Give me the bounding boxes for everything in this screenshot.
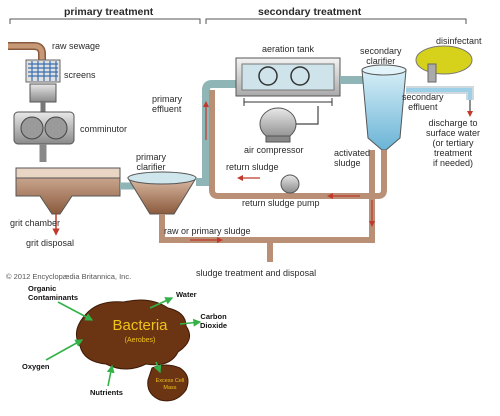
air-compressor-unit [259, 106, 319, 143]
primary-treatment-header: primary treatment [64, 6, 154, 18]
grit-chamber-label: grit chamber [10, 218, 61, 228]
secondary-clarifier-unit [361, 64, 407, 151]
bacteria-arrows [45, 297, 202, 387]
screens-unit [25, 59, 61, 112]
raw-primary-sludge-label: raw or primary sludge [164, 226, 251, 236]
secondary-effluent-label: secondary effluent [402, 92, 444, 112]
header-brackets [9, 18, 467, 24]
aeration-tank-unit [235, 57, 341, 106]
raw-sewage-label: raw sewage [52, 41, 101, 51]
disinfectant-label: disinfectant [436, 36, 482, 46]
disinfectant-unit [415, 45, 473, 83]
nutrients-label: Nutrients [90, 388, 123, 397]
excess-cell-mass-label: Excess Cell Mass [155, 378, 185, 391]
return-sludge-pump-label: return sludge pump [242, 198, 320, 208]
aeration-tank-label: aeration tank [262, 44, 315, 54]
carbon-dioxide-label: Carbon Dioxide [200, 312, 228, 330]
grit-chamber-unit [15, 167, 121, 236]
bacteria-subtitle: (Aerobes) [124, 337, 156, 344]
primary-clarifier-label: primary clarifier [136, 152, 167, 172]
bacteria-blob [75, 299, 191, 402]
copyright-text: © 2012 Encyclopædia Britannica, Inc. [6, 272, 132, 281]
oxygen-label: Oxygen [22, 362, 50, 371]
activated-sludge-label: activated sludge [334, 148, 371, 168]
discharge-label: discharge to surface water (or tertiary … [426, 118, 481, 168]
raw-sewage-pipe [8, 42, 46, 62]
air-compressor-label: air compressor [244, 145, 304, 155]
primary-clarifier-unit [127, 171, 197, 215]
organic-contaminants-label: Organic Contaminants [28, 284, 79, 302]
sludge-treatment-label: sludge treatment and disposal [196, 268, 317, 278]
return-sludge-label: return sludge [226, 162, 279, 172]
grit-disposal-label: grit disposal [26, 238, 75, 248]
comminutor-label: comminutor [80, 124, 128, 134]
secondary-treatment-header: secondary treatment [258, 6, 362, 18]
screens-label: screens [64, 70, 96, 80]
primary-effluent-label: primary effluent [152, 94, 183, 114]
bacteria-title: Bacteria [112, 317, 168, 334]
comminutor-unit [13, 111, 75, 162]
water-label: Water [176, 290, 197, 299]
secondary-clarifier-label: secondary clarifier [360, 46, 402, 66]
